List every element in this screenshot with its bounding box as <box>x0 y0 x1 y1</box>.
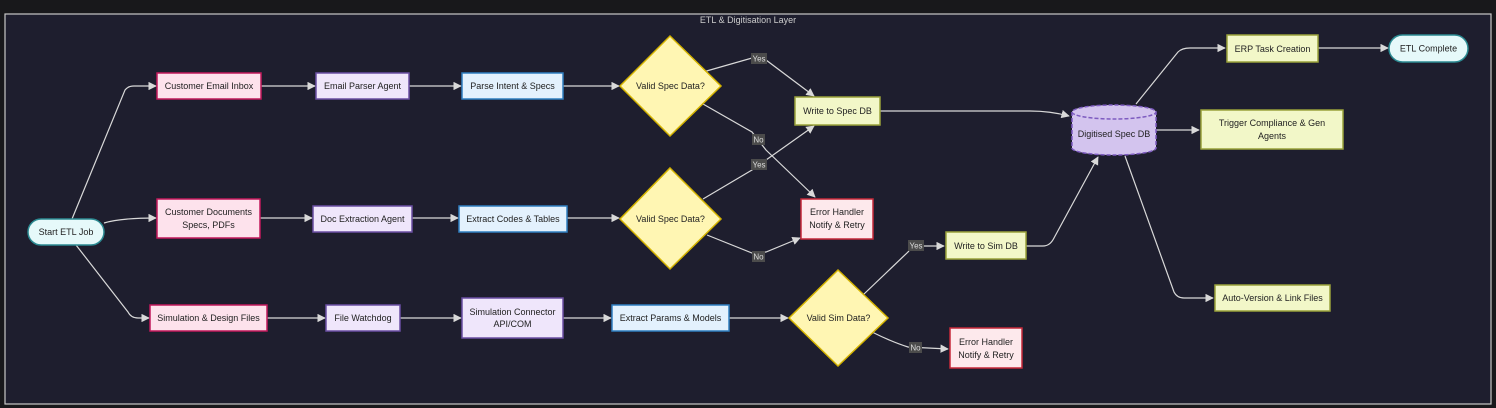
svg-text:Specs, PDFs: Specs, PDFs <box>182 220 235 230</box>
edge-label-vs-yes: Yes <box>908 240 924 251</box>
svg-text:Simulation Connector: Simulation Connector <box>469 307 555 317</box>
edge-label-v2-no: No <box>752 251 765 262</box>
svg-text:Trigger Compliance & Gen: Trigger Compliance & Gen <box>1219 118 1325 128</box>
node-valid-spec-data-1: Valid Spec Data? <box>618 34 723 138</box>
svg-text:Valid Spec Data?: Valid Spec Data? <box>636 214 705 224</box>
svg-text:Agents: Agents <box>1258 131 1287 141</box>
svg-text:ETL Complete: ETL Complete <box>1400 44 1457 54</box>
edge-label-v1-no: No <box>752 134 765 145</box>
svg-text:Customer Documents: Customer Documents <box>165 207 253 217</box>
node-parse-intent-specs: Parse Intent & Specs <box>461 72 564 100</box>
node-write-to-spec-db: Write to Spec DB <box>794 96 881 126</box>
svg-text:Notify & Retry: Notify & Retry <box>958 350 1014 360</box>
svg-text:Write to Spec DB: Write to Spec DB <box>803 106 872 116</box>
edge-spec-db-erp <box>1135 43 1226 105</box>
svg-text:Yes: Yes <box>752 161 765 170</box>
node-customer-documents: Customer Documents Specs, PDFs <box>156 198 261 239</box>
edge-label-v1-yes: Yes <box>751 53 767 64</box>
svg-text:Error Handler: Error Handler <box>959 337 1013 347</box>
svg-text:Parse Intent & Specs: Parse Intent & Specs <box>470 81 555 91</box>
svg-text:Valid Spec Data?: Valid Spec Data? <box>636 81 705 91</box>
node-error-handler-1: Error Handler Notify & Retry <box>800 198 874 240</box>
node-extract-params-models: Extract Params & Models <box>611 304 730 332</box>
node-etl-complete: ETL Complete <box>1388 34 1469 63</box>
svg-text:Valid Sim Data?: Valid Sim Data? <box>807 313 871 323</box>
edge-spec-db-auto-version <box>1124 155 1214 303</box>
svg-text:ERP Task Creation: ERP Task Creation <box>1235 44 1311 54</box>
node-file-watchdog: File Watchdog <box>325 304 401 332</box>
node-simulation-design-files: Simulation & Design Files <box>149 304 268 332</box>
edge-valid-sim-err2-no <box>871 331 949 353</box>
edge-label-v2-yes: Yes <box>751 159 767 170</box>
svg-text:Extract Codes & Tables: Extract Codes & Tables <box>466 214 560 224</box>
svg-text:Auto-Version & Link Files: Auto-Version & Link Files <box>1222 293 1323 303</box>
edge-start-cust-docs <box>103 213 157 224</box>
edge-write-sim-spec-db <box>1026 156 1099 247</box>
edge-start-sim-files <box>75 244 150 323</box>
node-start-etl-job: Start ETL Job <box>27 218 105 246</box>
svg-text:File Watchdog: File Watchdog <box>334 313 391 323</box>
svg-text:Notify & Retry: Notify & Retry <box>809 220 865 230</box>
node-digitised-spec-db: Digitised Spec DB <box>1071 104 1157 156</box>
node-auto-version-link-files: Auto-Version & Link Files <box>1214 284 1331 312</box>
svg-text:Customer Email Inbox: Customer Email Inbox <box>165 81 254 91</box>
svg-text:Doc Extraction Agent: Doc Extraction Agent <box>320 214 405 224</box>
node-valid-spec-data-2: Valid Spec Data? <box>618 166 723 271</box>
node-customer-email-inbox: Customer Email Inbox <box>156 72 262 100</box>
svg-text:No: No <box>753 253 764 262</box>
svg-text:Write to Sim DB: Write to Sim DB <box>954 241 1018 251</box>
subgraph-title: ETL & Digitisation Layer <box>700 15 796 25</box>
node-trigger-compliance-gen-agents: Trigger Compliance & Gen Agents <box>1200 109 1344 150</box>
node-email-parser-agent: Email Parser Agent <box>315 72 410 100</box>
svg-text:API/COM: API/COM <box>493 319 531 329</box>
node-error-handler-2: Error Handler Notify & Retry <box>949 327 1023 369</box>
node-simulation-connector: Simulation Connector API/COM <box>461 297 564 339</box>
svg-text:Digitised Spec DB: Digitised Spec DB <box>1078 129 1151 139</box>
svg-text:Simulation & Design Files: Simulation & Design Files <box>157 313 260 323</box>
node-extract-codes-tables: Extract Codes & Tables <box>458 205 568 233</box>
svg-text:No: No <box>910 344 921 353</box>
svg-text:Extract Params & Models: Extract Params & Models <box>620 313 722 323</box>
edge-start-email-inbox <box>71 81 157 220</box>
svg-text:Email Parser Agent: Email Parser Agent <box>324 81 402 91</box>
edge-write-spec-spec-db <box>880 110 1070 119</box>
node-write-to-sim-db: Write to Sim DB <box>945 231 1027 260</box>
svg-text:No: No <box>753 136 764 145</box>
svg-text:Error Handler: Error Handler <box>810 207 864 217</box>
node-erp-task-creation: ERP Task Creation <box>1226 34 1319 63</box>
svg-text:Yes: Yes <box>909 242 922 251</box>
svg-text:Yes: Yes <box>752 55 765 64</box>
node-valid-sim-data: Valid Sim Data? <box>787 268 890 368</box>
edge-label-vs-no: No <box>909 342 922 353</box>
svg-text:Start ETL Job: Start ETL Job <box>39 227 94 237</box>
node-doc-extraction-agent: Doc Extraction Agent <box>312 205 413 233</box>
